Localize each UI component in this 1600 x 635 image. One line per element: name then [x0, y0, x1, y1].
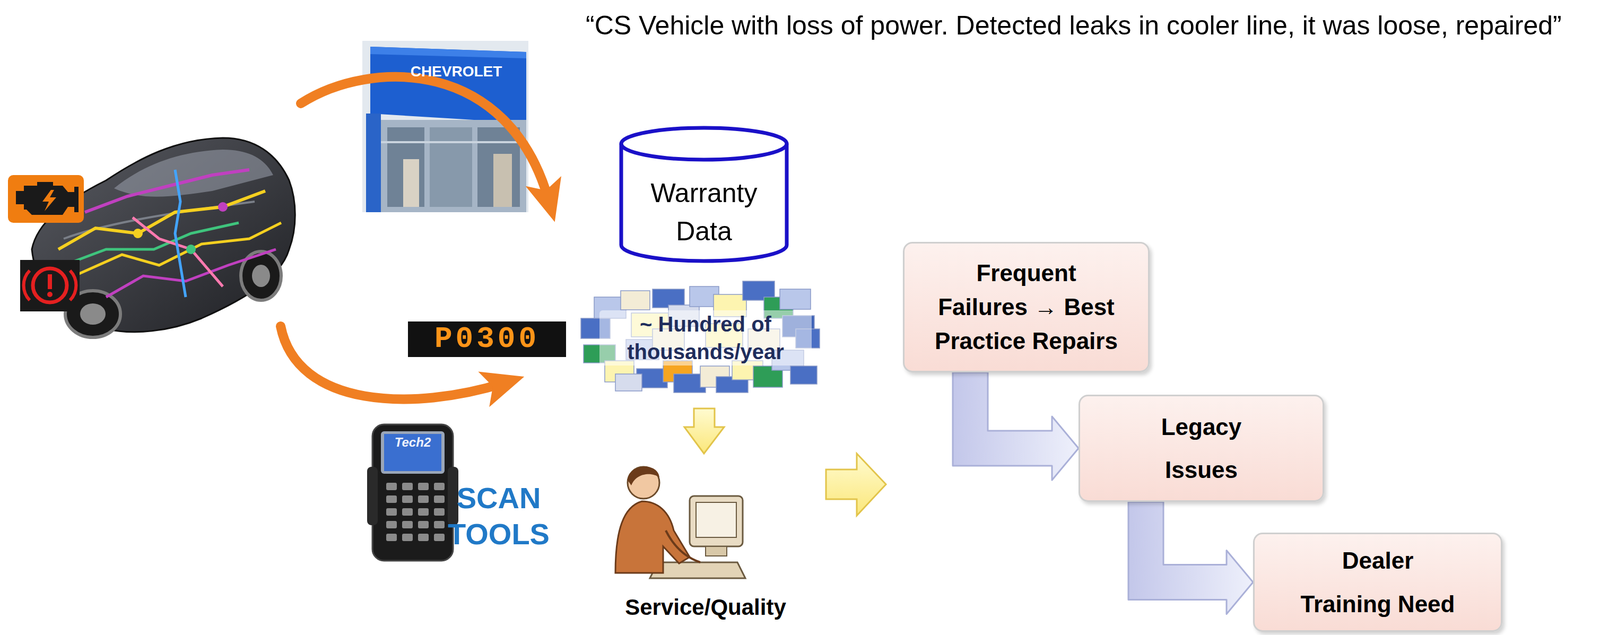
dealership-photo: [370, 46, 527, 59]
right-arrow: [825, 453, 886, 516]
car-illustration: [63, 222, 239, 266]
scan-tool: [433, 533, 445, 542]
node-text: Frequent Failures → Best Practice Repair…: [932, 256, 1121, 358]
car-illustration: [114, 149, 274, 197]
analyst-clipart: [615, 466, 746, 579]
trouble-code: P0300: [407, 321, 567, 358]
car-illustration: [175, 169, 186, 298]
tool-label: SCAN TOOLS: [440, 480, 558, 553]
brake-warning-icon: [70, 270, 76, 301]
engine-warning-icon: [7, 175, 84, 223]
database-cylinder: Warranty Data: [619, 125, 789, 264]
brake-warning-icon: [23, 270, 30, 301]
flow-arrow: [300, 76, 550, 202]
down-arrow: [684, 408, 725, 454]
scan-tool: [402, 508, 413, 516]
scan-tool: [418, 482, 429, 491]
scan-tool: [402, 482, 413, 491]
brake-warning-icon: [47, 291, 53, 298]
brake-warning-icon: [20, 259, 80, 312]
dealership-photo: [493, 153, 512, 207]
scan-tool: [386, 495, 397, 503]
process-box: Frequent Failures → Best Practice Repair…: [902, 241, 1150, 373]
scan-tool: [418, 508, 429, 516]
scan-tool: [433, 495, 445, 503]
dealership-photo: [362, 40, 529, 213]
analyst-clipart: [689, 496, 743, 547]
note-quote: “CS Vehicle with loss of power. Detected…: [585, 6, 1594, 46]
scan-tool: [386, 533, 397, 542]
analyst-clipart: [696, 502, 737, 538]
scan-tool: [386, 520, 397, 529]
car-illustration: [106, 249, 276, 298]
scan-tool: [402, 533, 413, 542]
bent-arrow: [1128, 501, 1254, 615]
record-cluster: [779, 289, 811, 310]
dealership-photo: [362, 40, 529, 213]
node-text: Dealer Training Need: [1297, 538, 1459, 626]
analyst-clipart: [627, 466, 660, 486]
device-brand: Tech2: [384, 435, 442, 451]
record-cluster: [790, 366, 817, 385]
dealership-photo: [387, 127, 425, 207]
car-illustration: [218, 202, 228, 212]
scan-tool: [367, 466, 378, 526]
scan-tool: [380, 431, 445, 474]
engine-warning-icon: [7, 175, 84, 223]
analyst-clipart: [627, 466, 660, 499]
record-cluster: [615, 374, 642, 391]
scan-tool: [418, 495, 429, 503]
analyst-clipart: [665, 530, 701, 563]
scan-tool: [433, 508, 445, 516]
brake-warning-icon: [47, 274, 52, 290]
scan-tool: [367, 424, 459, 561]
dealership-photo: [429, 127, 473, 207]
brake-warning-icon: [20, 259, 80, 312]
scan-tool: [433, 482, 445, 491]
cylinder-rim: [621, 143, 787, 160]
role-label: Service/Quality: [599, 594, 812, 621]
bent-arrow: [952, 372, 1079, 481]
scan-tool: [372, 424, 454, 561]
dtc-display: [407, 321, 567, 358]
engine-warning-icon: [15, 181, 79, 215]
car-illustration: [80, 303, 106, 325]
record-cluster: [580, 281, 820, 393]
analyst-clipart: [649, 562, 746, 579]
scan-tool: [418, 520, 429, 529]
scan-tool: [386, 508, 397, 516]
analyst-clipart: [615, 501, 690, 573]
process-box: Legacy Issues: [1078, 394, 1325, 502]
node-text: Legacy Issues: [1145, 405, 1258, 492]
car-illustration: [84, 169, 250, 213]
car-illustration: [186, 244, 196, 255]
process-box: Dealer Training Need: [1253, 532, 1503, 632]
record-cluster: [620, 290, 650, 310]
scan-tool: [386, 482, 445, 542]
dealership-photo: [380, 141, 527, 144]
scan-tool: [418, 533, 429, 542]
car-illustration: [133, 228, 143, 239]
dealership-photo: [380, 119, 527, 213]
volume-note: ~ Hundred of thousands/year: [599, 310, 812, 366]
brake-warning-icon: [32, 268, 67, 303]
dealer-sign: CHEVROLET: [403, 62, 510, 81]
dealership-photo: [477, 127, 520, 207]
scan-tool: [433, 520, 445, 529]
analyst-clipart: [705, 546, 727, 556]
dealership-photo: [403, 159, 420, 207]
node-text: Warranty Data: [635, 174, 773, 251]
scan-tool: [386, 482, 397, 491]
cylinder-body: [621, 127, 787, 262]
scan-tool: [402, 520, 413, 529]
dealership-photo: [366, 113, 381, 213]
engine-warning-icon: [42, 189, 57, 212]
scan-tool: [384, 433, 442, 472]
car-illustration: [251, 264, 271, 288]
scan-tool: [402, 495, 413, 503]
